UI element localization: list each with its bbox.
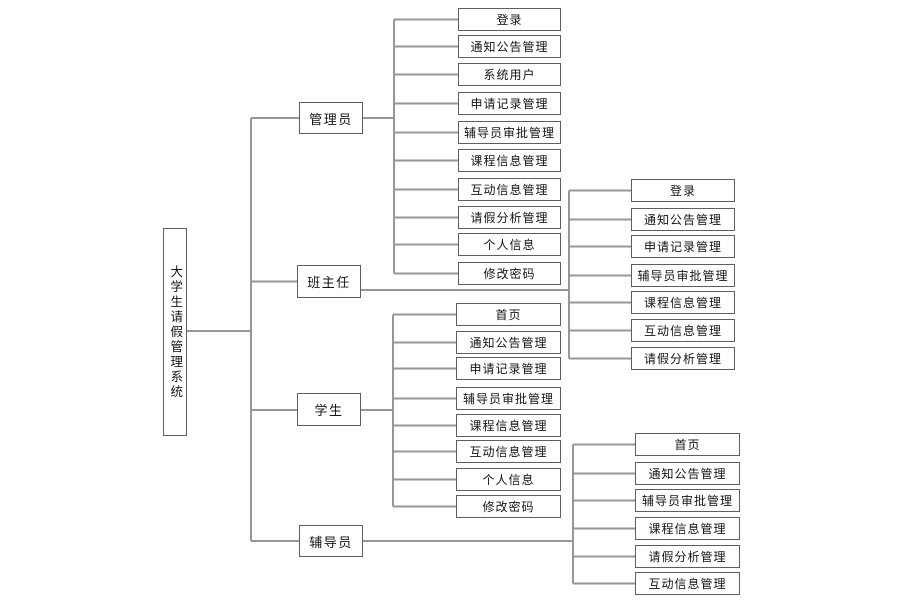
node-student-change-password: 修改密码 <box>456 495 561 518</box>
node-admin-personal-info: 个人信息 <box>458 233 561 256</box>
node-teacher-course-info: 课程信息管理 <box>631 291 735 314</box>
node-counselor-counselor-approval: 辅导员审批管理 <box>635 489 740 512</box>
node-student-interaction-info: 互动信息管理 <box>456 440 561 463</box>
node-teacher-leave-analysis: 请假分析管理 <box>631 347 735 370</box>
node-admin-application-records: 申请记录管理 <box>458 92 561 115</box>
node-student-application-records: 申请记录管理 <box>456 357 561 380</box>
node-role-counselor: 辅导员 <box>299 525 363 557</box>
node-counselor-leave-analysis: 请假分析管理 <box>635 545 740 568</box>
node-student-counselor-approval: 辅导员审批管理 <box>456 387 561 410</box>
node-root-system: 大学生请假管理系统 <box>163 228 187 436</box>
node-student-notice-mgmt: 通知公告管理 <box>456 331 561 354</box>
connector-admin-branch <box>363 18 458 275</box>
connector-counselor-branch <box>363 443 635 585</box>
node-admin-system-users: 系统用户 <box>458 63 561 86</box>
node-student-home: 首页 <box>456 303 561 326</box>
node-role-admin: 管理员 <box>299 102 363 134</box>
node-admin-notice-mgmt: 通知公告管理 <box>458 35 561 58</box>
node-counselor-home: 首页 <box>635 433 740 456</box>
connector-main-trunk <box>187 117 299 542</box>
node-counselor-interaction-info: 互动信息管理 <box>635 572 740 595</box>
node-counselor-notice-mgmt: 通知公告管理 <box>635 462 740 485</box>
node-admin-login: 登录 <box>458 8 561 31</box>
node-admin-interaction-info: 互动信息管理 <box>458 178 561 201</box>
connector-teacher-branch <box>361 189 631 360</box>
connector-student-branch <box>361 313 456 508</box>
node-role-head-teacher: 班主任 <box>297 265 361 298</box>
node-counselor-course-info: 课程信息管理 <box>635 517 740 540</box>
node-teacher-notice-mgmt: 通知公告管理 <box>631 208 735 231</box>
node-student-course-info: 课程信息管理 <box>456 414 561 437</box>
node-student-personal-info: 个人信息 <box>456 468 561 491</box>
node-admin-course-info: 课程信息管理 <box>458 149 561 172</box>
node-admin-counselor-approval: 辅导员审批管理 <box>458 121 561 144</box>
node-admin-change-password: 修改密码 <box>458 262 561 285</box>
node-teacher-counselor-approval: 辅导员审批管理 <box>631 264 735 287</box>
node-teacher-interaction-info: 互动信息管理 <box>631 319 735 342</box>
node-admin-leave-analysis: 请假分析管理 <box>458 206 561 229</box>
node-teacher-application-records: 申请记录管理 <box>631 235 735 258</box>
node-root-label: 大学生请假管理系统 <box>168 264 183 400</box>
node-teacher-login: 登录 <box>631 179 735 202</box>
node-role-student: 学生 <box>297 393 361 426</box>
